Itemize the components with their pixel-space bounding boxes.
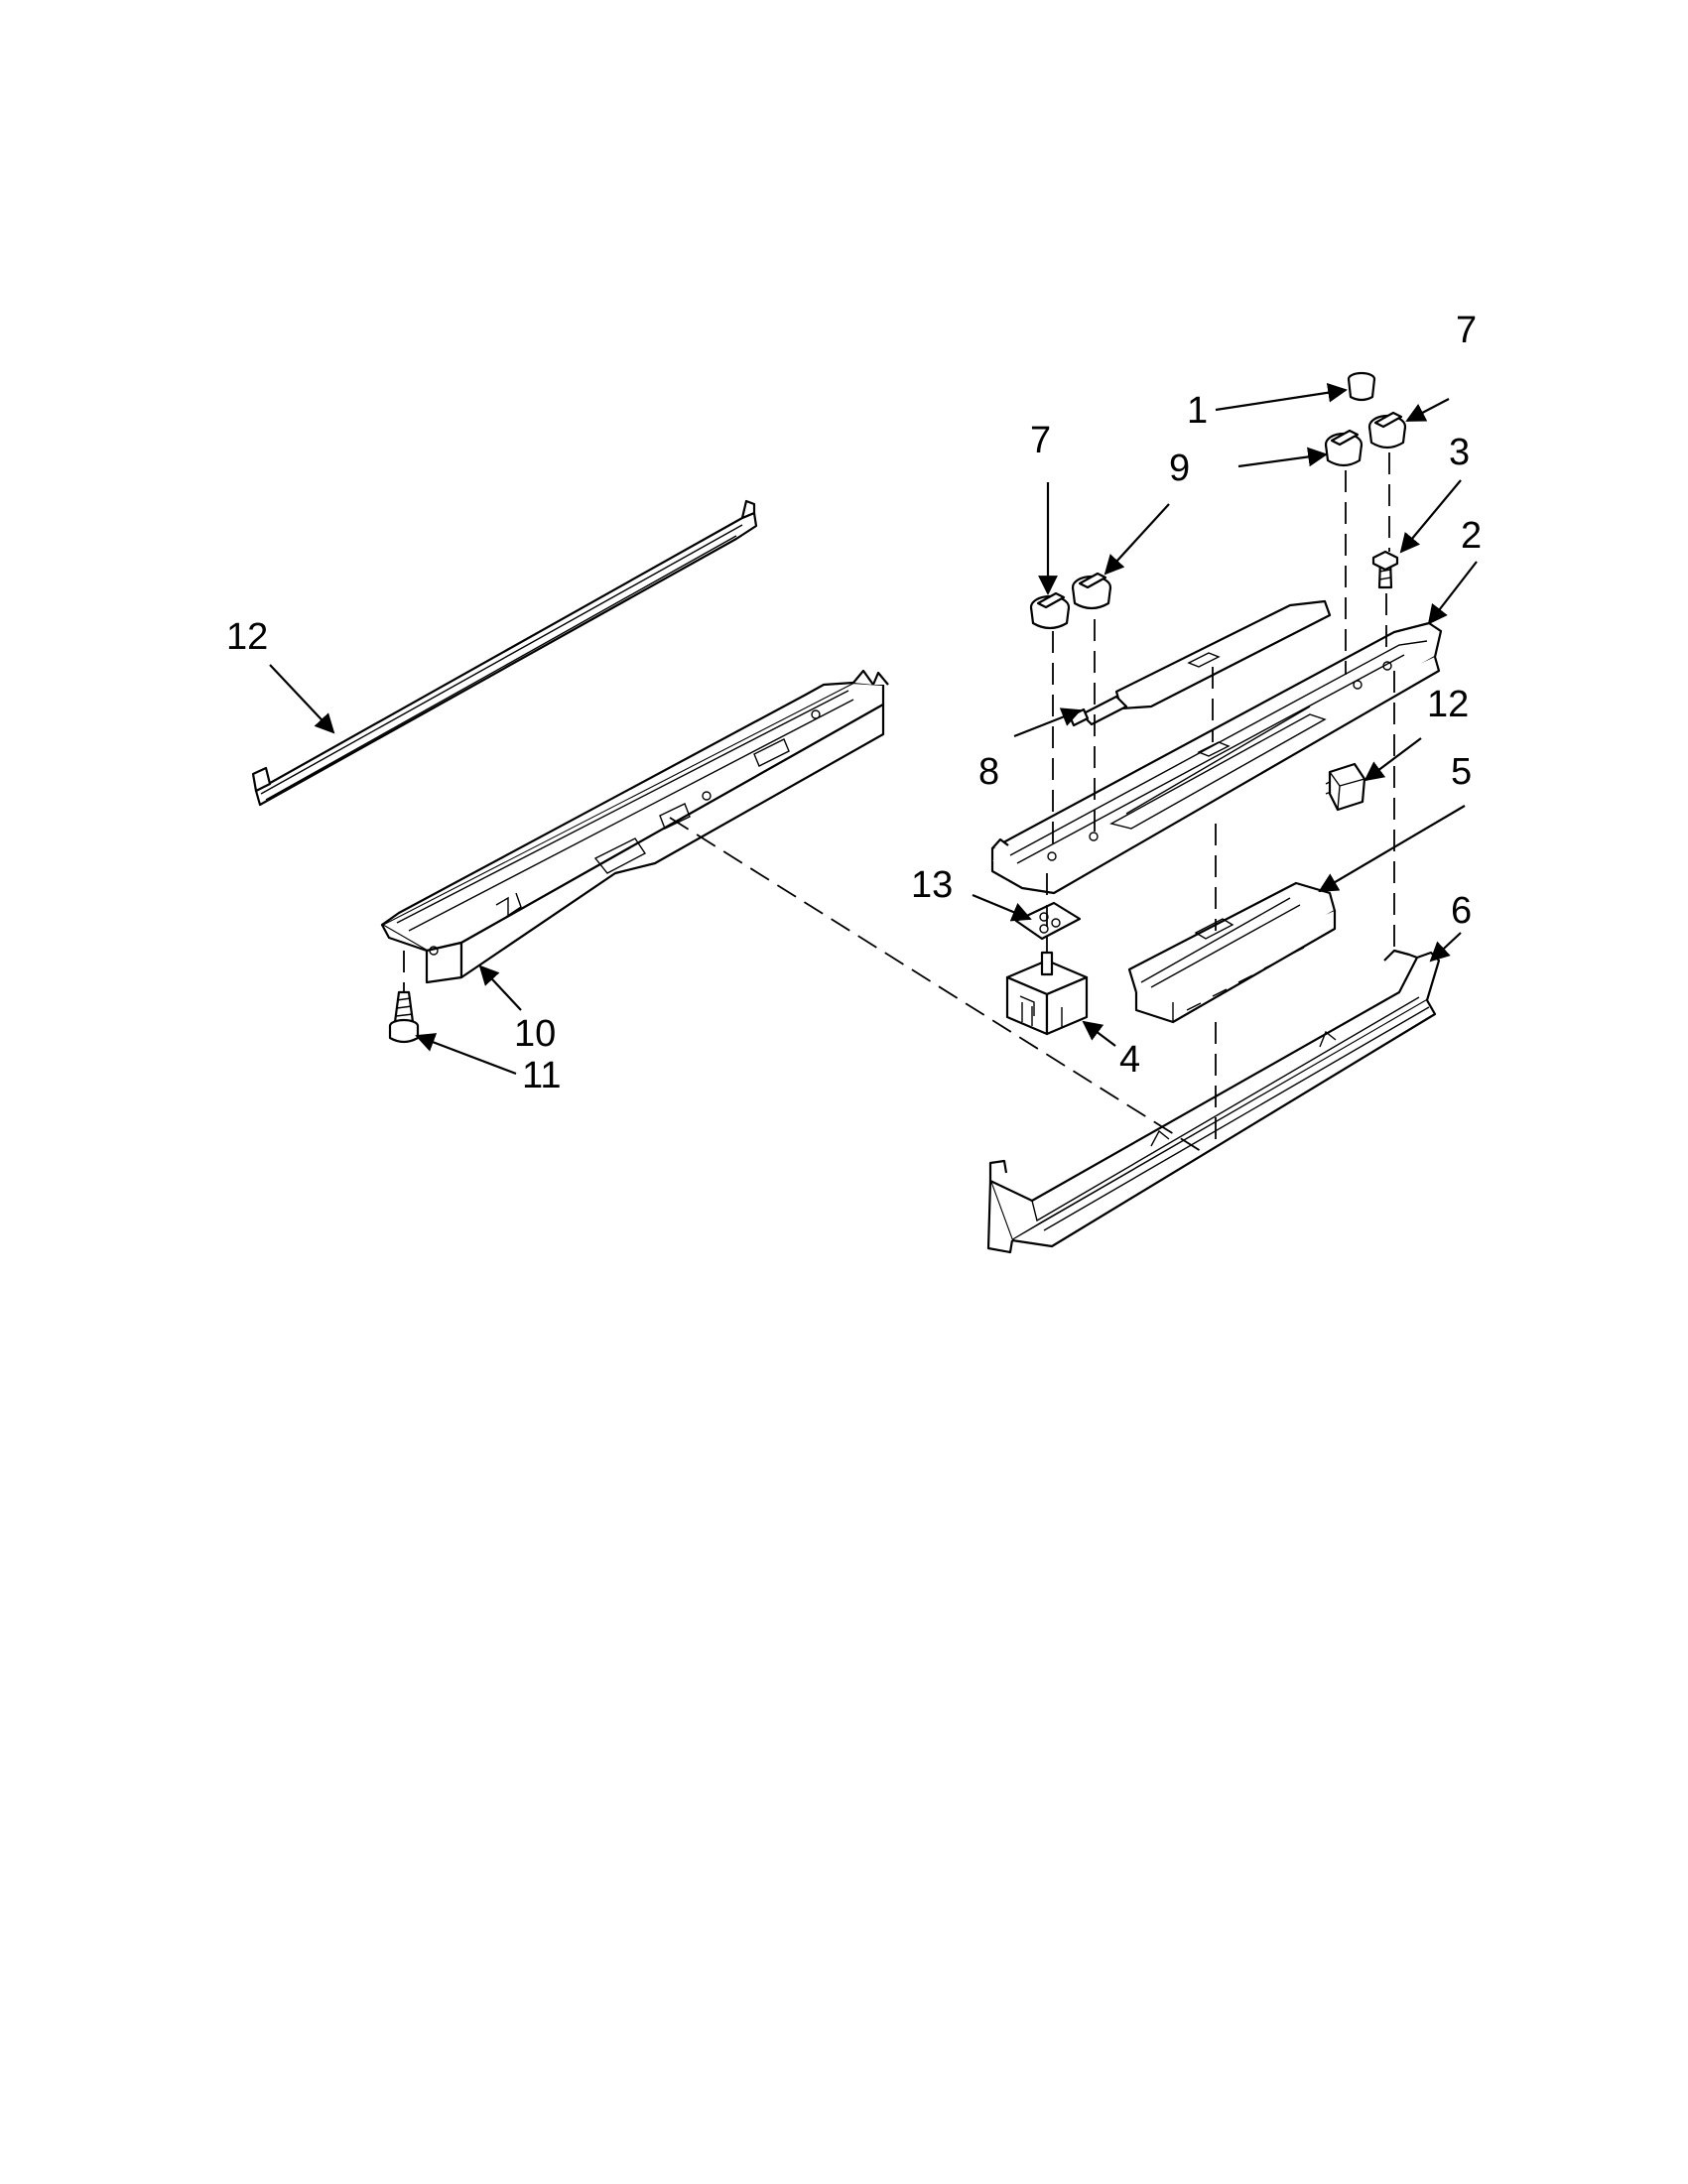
- callout-5: 5: [1451, 751, 1472, 793]
- callout-numbers: 1 7 9 7 3 2 12 8 12 5 13 6 10 11 4: [226, 310, 1482, 1096]
- channel-bracket: [380, 669, 889, 984]
- plug-button: [1347, 371, 1376, 402]
- callout-13: 13: [911, 864, 953, 906]
- knob-left-front: [1029, 591, 1071, 630]
- callout-11: 11: [522, 1055, 561, 1096]
- callout-12-strip: 12: [226, 616, 268, 658]
- leader-lines: [269, 382, 1478, 1076]
- angle-strip: [251, 499, 758, 807]
- small-switch: [1325, 762, 1366, 812]
- knob-center: [1324, 429, 1363, 467]
- infinite-switch: [1005, 951, 1089, 1036]
- callout-7-right: 7: [1456, 310, 1477, 351]
- lower-trim: [986, 949, 1441, 1254]
- callout-4: 4: [1119, 1039, 1140, 1081]
- callout-10: 10: [514, 1013, 556, 1055]
- callout-7-left: 7: [1030, 420, 1051, 461]
- callout-1: 1: [1187, 390, 1208, 432]
- alignment-lines: [403, 452, 1395, 1152]
- callout-8: 8: [978, 751, 999, 793]
- callout-12-switch: 12: [1427, 684, 1469, 725]
- knob-right: [1367, 411, 1407, 450]
- screw: [388, 990, 420, 1044]
- control-board: [1127, 881, 1337, 1024]
- console-screw: [1371, 550, 1399, 589]
- insulator-pad: [1014, 901, 1082, 941]
- callout-9-center: 9: [1169, 448, 1190, 489]
- callout-3: 3: [1449, 432, 1470, 473]
- knob-left-rear: [1071, 572, 1112, 610]
- callout-2: 2: [1461, 515, 1482, 557]
- console-panel: [990, 621, 1443, 895]
- callout-6: 6: [1451, 890, 1472, 932]
